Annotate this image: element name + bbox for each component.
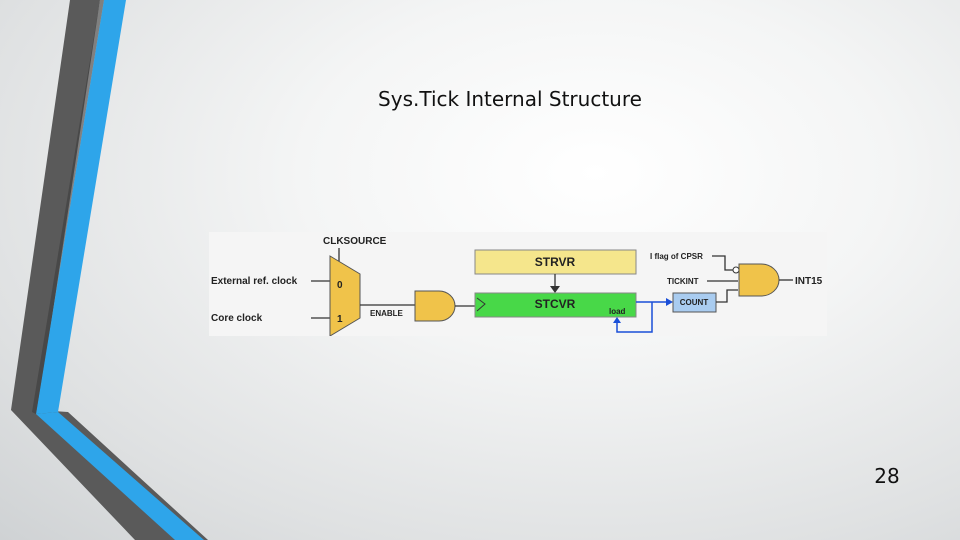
i-flag-wire <box>712 255 733 271</box>
interrupt-and-gate <box>738 263 780 297</box>
enable-and-gate <box>414 290 456 322</box>
mux-input-0: 0 <box>337 280 343 291</box>
clock-input-marker <box>476 297 486 312</box>
count-arrowhead <box>666 298 673 306</box>
load-feedback-wire <box>616 302 653 333</box>
page-number: 28 <box>874 464 900 488</box>
mux-input-1: 1 <box>337 314 343 325</box>
clock-mux <box>329 255 361 336</box>
load-label: load <box>609 307 626 316</box>
dark-stripe-decoration <box>11 0 208 540</box>
inverter-bubble <box>732 266 740 274</box>
stripe-shadow-decoration <box>32 0 104 414</box>
clksource-label: CLKSOURCE <box>323 236 387 247</box>
slide-title: Sys.Tick Internal Structure <box>378 87 642 111</box>
strvr-label: STRVR <box>535 255 576 269</box>
external-clock-label: External ref. clock <box>211 276 298 287</box>
i-flag-label: I flag of CPSR <box>650 252 703 261</box>
count-label: COUNT <box>680 298 709 307</box>
load-arrowhead <box>613 317 621 323</box>
count-to-gate-wire <box>716 289 738 303</box>
core-clock-label: Core clock <box>211 313 263 324</box>
enable-label: ENABLE <box>370 309 404 318</box>
stcvr-register <box>474 292 637 318</box>
reload-arrowhead <box>550 286 560 293</box>
tickint-label: TICKINT <box>667 277 699 286</box>
systick-diagram: CLKSOURCE External ref. clock Core clock… <box>209 232 827 336</box>
blue-lower-stripe-decoration <box>36 412 204 540</box>
interrupt-label: INT15 <box>795 276 823 287</box>
stcvr-label: STCVR <box>535 297 576 311</box>
blue-stripe-decoration <box>36 0 126 414</box>
